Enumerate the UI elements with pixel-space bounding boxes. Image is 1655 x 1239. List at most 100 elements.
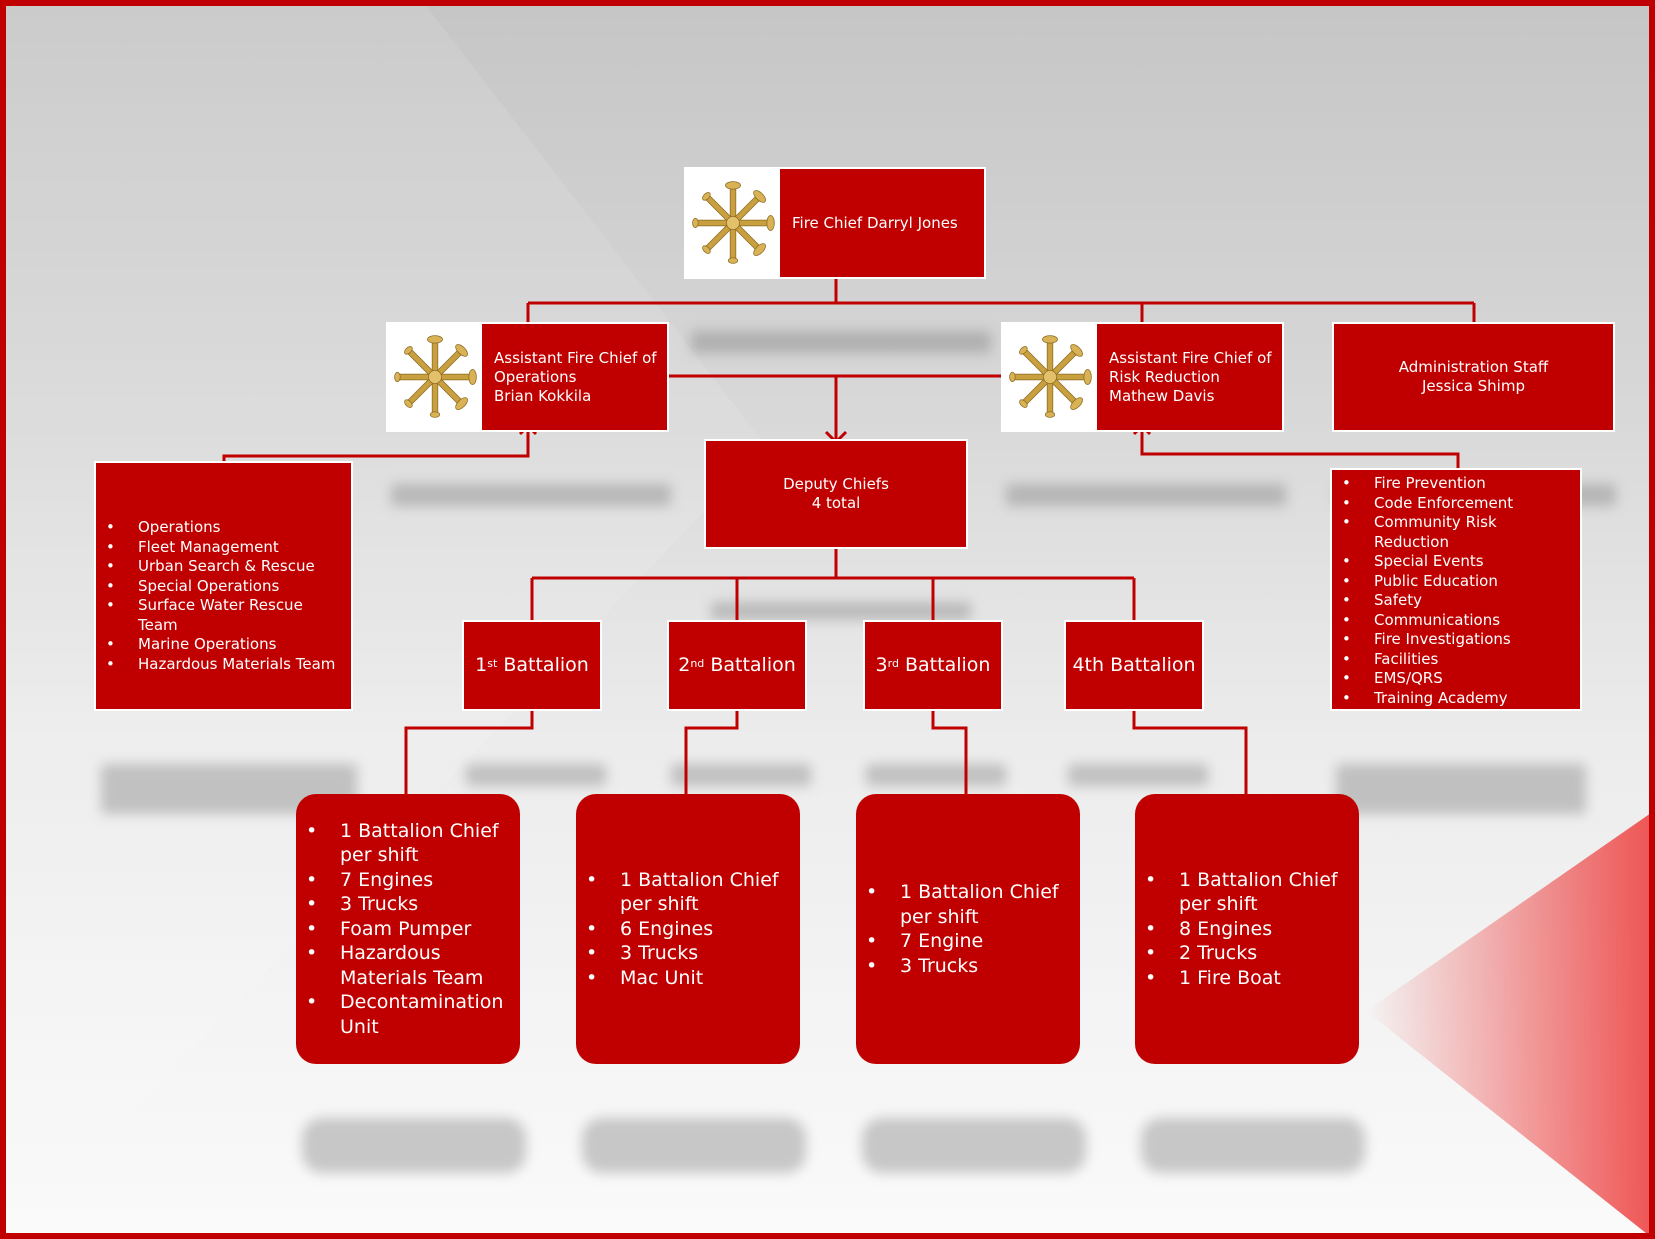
background-decoration (6, 6, 1649, 1233)
battalion-4-details-body: 1 Battalion Chief per shift 8 Engines 2 … (1135, 794, 1359, 1064)
shadow-batt-1 (466, 764, 606, 786)
operations-list-item: Operations (102, 518, 347, 538)
operations-list-item: Marine Operations (102, 635, 347, 655)
battalion-4-details: 1 Battalion Chief per shift 8 Engines 2 … (1135, 794, 1359, 1064)
battalion-word: Battalion (1110, 654, 1196, 676)
battalion-1-details-body: 1 Battalion Chief per shift 7 Engines 3 … (296, 794, 520, 1064)
fire-chief-label: Fire Chief Darryl Jones (792, 213, 958, 232)
risk-list-item: Fire Investigations (1338, 630, 1574, 650)
administration-node[interactable]: Administration Staff Jessica Shimp (1332, 322, 1615, 432)
detail-item: 1 Fire Boat (1143, 966, 1351, 991)
detail-item: 3 Trucks (304, 892, 512, 917)
detail-item: 7 Engines (304, 868, 512, 893)
shadow-batt-2 (671, 764, 811, 786)
battalion-number: 1 (475, 654, 488, 676)
admin-title: Administration Staff (1398, 358, 1549, 376)
shadow-detail-1 (302, 1118, 526, 1173)
battalion-number: 3 (875, 654, 888, 676)
battalion-word: Battalion (905, 654, 991, 676)
risk-name: Mathew Davis (1109, 386, 1215, 405)
admin-name: Jessica Shimp (1422, 377, 1525, 395)
battalion-4-node[interactable]: 4th Battalion (1064, 620, 1204, 711)
detail-item: 7 Engine (864, 929, 1072, 954)
operations-list-item: Special Operations (102, 577, 347, 597)
battalion-number: 2 (678, 654, 691, 676)
detail-item: Hazardous Materials Team (304, 941, 512, 990)
shadow-risk (1006, 484, 1286, 506)
shadow-ops (391, 484, 671, 506)
detail-item: 2 Trucks (1143, 941, 1351, 966)
detail-item: 1 Battalion Chief per shift (1143, 868, 1351, 917)
battalion-3-details: 1 Battalion Chief per shift 7 Engine 3 T… (856, 794, 1080, 1064)
detail-item: 8 Engines (1143, 917, 1351, 942)
battalion-word: Battalion (503, 654, 589, 676)
operations-list-item: Surface Water Rescue Team (102, 596, 347, 635)
detail-item: 1 Battalion Chief per shift (584, 868, 792, 917)
operations-list-item: Urban Search & Rescue (102, 557, 347, 577)
battalion-4-label: 4th Battalion (1066, 622, 1202, 709)
ops-title-line1: Assistant Fire Chief of (494, 348, 657, 367)
battalion-3-details-list: 1 Battalion Chief per shift 7 Engine 3 T… (864, 880, 1072, 978)
assistant-chief-risk-node[interactable]: Assistant Fire Chief of Risk Reduction M… (1001, 322, 1284, 432)
detail-item: Foam Pumper (304, 917, 512, 942)
shadow-detail-3 (862, 1118, 1086, 1173)
fire-chief-node[interactable]: Fire Chief Darryl Jones (684, 167, 986, 279)
battalion-2-details-body: 1 Battalion Chief per shift 6 Engines 3 … (576, 794, 800, 1064)
operations-list-item: Hazardous Materials Team (102, 655, 347, 675)
operations-list-item: Fleet Management (102, 538, 347, 558)
detail-item: 1 Battalion Chief per shift (864, 880, 1072, 929)
crossed-bugles-icon (388, 324, 482, 430)
battalion-3-details-body: 1 Battalion Chief per shift 7 Engine 3 T… (856, 794, 1080, 1064)
deputy-count: 4 total (811, 494, 861, 512)
deputy-chiefs-label: Deputy Chiefs 4 total (706, 441, 966, 547)
risk-list-item: Special Events (1338, 552, 1574, 572)
risk-list-item: Communications (1338, 611, 1574, 631)
deputy-title: Deputy Chiefs (783, 475, 889, 493)
battalion-number: 4th (1072, 654, 1105, 676)
risk-list-item: EMS/QRS (1338, 669, 1574, 689)
shadow-risk-list (1336, 764, 1586, 814)
assistant-chief-operations-node[interactable]: Assistant Fire Chief of Operations Brian… (386, 322, 669, 432)
shadow-batt-3 (866, 764, 1006, 786)
battalion-suffix: rd (887, 657, 899, 670)
risk-list-item: Community Risk Reduction (1338, 513, 1574, 552)
battalion-word: Battalion (710, 654, 796, 676)
detail-item: 6 Engines (584, 917, 792, 942)
detail-item: 1 Battalion Chief per shift (304, 819, 512, 868)
detail-item: Mac Unit (584, 966, 792, 991)
shadow-batt-4 (1068, 764, 1208, 786)
deputy-chiefs-node[interactable]: Deputy Chiefs 4 total (704, 439, 968, 549)
risk-title-line1: Assistant Fire Chief of (1109, 348, 1272, 367)
battalion-suffix: st (487, 657, 498, 670)
risk-reduction-list-node: Fire Prevention Code Enforcement Communi… (1330, 468, 1582, 711)
assistant-chief-risk-label: Assistant Fire Chief of Risk Reduction M… (1109, 324, 1276, 430)
assistant-chief-operations-label: Assistant Fire Chief of Operations Brian… (494, 324, 661, 430)
risk-list-item: Code Enforcement (1338, 494, 1574, 514)
crossed-bugles-icon (686, 169, 780, 277)
detail-item: 3 Trucks (864, 954, 1072, 979)
operations-list: Operations Fleet Management Urban Search… (102, 518, 347, 674)
detail-item: Decontamination Unit (304, 990, 512, 1039)
shadow-detail-2 (582, 1118, 806, 1173)
battalion-2-details-list: 1 Battalion Chief per shift 6 Engines 3 … (584, 868, 792, 991)
risk-reduction-list: Fire Prevention Code Enforcement Communi… (1338, 474, 1574, 708)
detail-item: 3 Trucks (584, 941, 792, 966)
risk-list-item: Safety (1338, 591, 1574, 611)
ops-name: Brian Kokkila (494, 386, 592, 405)
crossed-bugles-icon (1003, 324, 1097, 430)
administration-label: Administration Staff Jessica Shimp (1334, 324, 1613, 430)
battalion-4-details-list: 1 Battalion Chief per shift 8 Engines 2 … (1143, 868, 1351, 991)
shadow-chief (691, 331, 991, 353)
risk-title-line2: Risk Reduction (1109, 367, 1220, 386)
risk-list-item: Training Academy (1338, 689, 1574, 709)
operations-list-node: Operations Fleet Management Urban Search… (94, 461, 353, 711)
battalion-suffix: nd (690, 657, 705, 670)
battalion-2-details: 1 Battalion Chief per shift 6 Engines 3 … (576, 794, 800, 1064)
shadow-deputy (711, 602, 971, 620)
